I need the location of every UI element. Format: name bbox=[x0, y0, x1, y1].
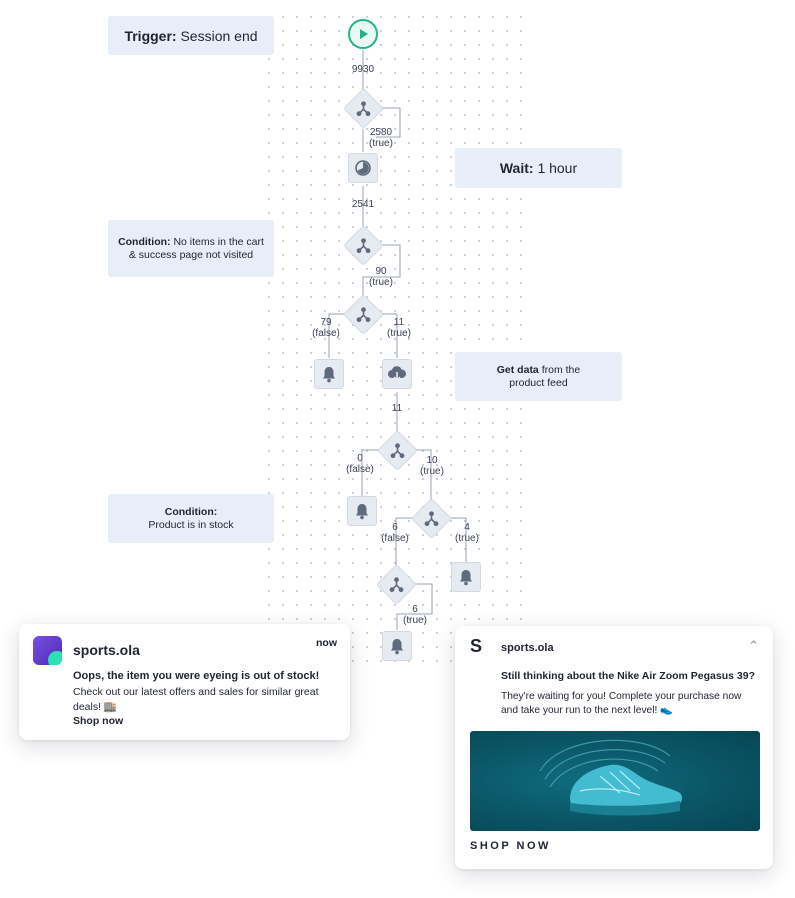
app-logo bbox=[33, 636, 62, 665]
count-label: 2541 bbox=[351, 199, 375, 210]
branch-label: (true) bbox=[369, 138, 393, 149]
app-name: sports.ola bbox=[501, 642, 554, 654]
count-label: 11 bbox=[393, 317, 405, 328]
app-logo: S bbox=[470, 636, 483, 656]
condition-stock-annotation: Condition:Product is in stock bbox=[108, 494, 274, 543]
cart-reminder-notification[interactable]: S sports.ola ⌃ Still thinking about the … bbox=[455, 626, 773, 869]
trigger-annotation: Trigger: Session end bbox=[108, 16, 274, 55]
split-node[interactable] bbox=[376, 429, 419, 472]
notification-node[interactable] bbox=[382, 631, 412, 661]
shop-now-link[interactable]: Shop now bbox=[73, 715, 124, 727]
split-node[interactable] bbox=[342, 293, 385, 336]
condition-stock-node[interactable] bbox=[410, 497, 453, 540]
count-label: 11 bbox=[391, 403, 403, 414]
wait-node[interactable] bbox=[348, 153, 378, 183]
connector bbox=[361, 449, 382, 496]
count-label: 10 bbox=[426, 455, 438, 466]
wait-annotation: Wait: 1 hour bbox=[455, 148, 622, 188]
split-icon bbox=[424, 510, 439, 526]
connector bbox=[395, 517, 416, 566]
branch-label: (true) bbox=[387, 328, 411, 339]
clock-icon bbox=[355, 160, 371, 176]
count-label: 2580 bbox=[369, 127, 393, 138]
connector bbox=[378, 313, 398, 358]
connector bbox=[396, 583, 433, 630]
notification-node[interactable] bbox=[314, 359, 344, 389]
connector bbox=[362, 244, 401, 296]
bell-icon bbox=[460, 569, 472, 585]
branch-label: (false) bbox=[346, 464, 374, 475]
shoe-image bbox=[470, 731, 760, 831]
collapse-chevron-icon[interactable]: ⌃ bbox=[748, 638, 759, 653]
split-icon bbox=[356, 100, 371, 116]
play-icon bbox=[360, 29, 368, 39]
count-label: 4 bbox=[464, 522, 470, 533]
count-label: 0 bbox=[357, 453, 363, 464]
branch-label: (true) bbox=[420, 466, 444, 477]
branch-label: (false) bbox=[381, 533, 409, 544]
count-label: 6 bbox=[392, 522, 398, 533]
notification-title: Oops, the item you were eyeing is out of… bbox=[73, 670, 320, 682]
shop-now-button[interactable]: SHOP NOW bbox=[470, 840, 551, 852]
bell-icon bbox=[391, 638, 403, 654]
count-label: 9930 bbox=[351, 64, 375, 75]
bell-icon bbox=[356, 503, 368, 519]
split-icon bbox=[390, 442, 405, 458]
notification-body: Check out our latest offers and sales fo… bbox=[73, 686, 319, 713]
count-label: 90 bbox=[375, 266, 387, 277]
cloud-download-icon bbox=[388, 366, 407, 382]
split-icon bbox=[356, 306, 371, 322]
branch-label: (true) bbox=[403, 615, 427, 626]
bell-icon bbox=[323, 366, 335, 382]
out-of-stock-notification[interactable]: sports.ola now Oops, the item you were e… bbox=[19, 624, 350, 740]
branch-label: (true) bbox=[455, 533, 479, 544]
branch-label: (true) bbox=[369, 277, 393, 288]
split-icon bbox=[356, 237, 371, 253]
condition-cart-node[interactable] bbox=[342, 224, 385, 267]
get-data-annotation: Get data from the product feed bbox=[455, 352, 622, 401]
notification-title: Still thinking about the Nike Air Zoom P… bbox=[501, 670, 755, 682]
connector bbox=[328, 313, 348, 358]
notification-node[interactable] bbox=[451, 562, 481, 592]
notification-time: now bbox=[316, 637, 337, 649]
connector bbox=[446, 517, 467, 562]
branch-label: (false) bbox=[312, 328, 340, 339]
count-label: 79 bbox=[320, 317, 332, 328]
split-node[interactable] bbox=[375, 563, 418, 606]
notification-node[interactable] bbox=[347, 496, 377, 526]
start-play-node[interactable] bbox=[348, 19, 378, 49]
split-icon bbox=[389, 576, 404, 592]
connector bbox=[376, 107, 401, 138]
condition-cart-annotation: Condition: No items in the cart & succes… bbox=[108, 220, 274, 277]
app-name: sports.ola bbox=[73, 642, 140, 658]
get-data-node[interactable] bbox=[382, 359, 412, 389]
running-shoe-icon bbox=[539, 739, 682, 816]
connector bbox=[412, 449, 432, 500]
count-label: 6 bbox=[412, 604, 418, 615]
split-node[interactable] bbox=[342, 87, 385, 130]
notification-body: They're waiting for you! Complete your p… bbox=[501, 691, 742, 716]
